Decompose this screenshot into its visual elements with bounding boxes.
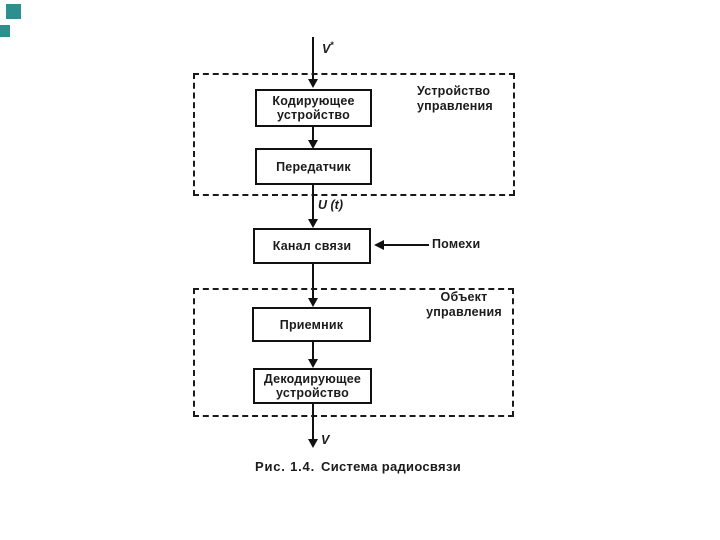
arrowhead-down-icon (308, 298, 318, 307)
arrowhead-left-icon (374, 240, 384, 250)
arrowhead-down-icon (308, 79, 318, 88)
arrowhead-down-icon (308, 219, 318, 228)
arrowhead-down-icon (308, 439, 318, 448)
input-signal-label: V* (322, 40, 334, 57)
object-group-label: Объект управления (426, 290, 502, 319)
arrowhead-down-icon (308, 140, 318, 149)
noise-label: Помехи (432, 237, 481, 251)
control-group-label: Устройство управления (417, 84, 493, 113)
decoder-box: Декодирующее устройство (253, 368, 372, 404)
figure-title: Система радиосвязи (321, 459, 461, 474)
decor-square-large (6, 4, 21, 19)
receiver-decoder-arrow-line (312, 342, 314, 360)
output-signal-label: V (321, 433, 330, 447)
figure-caption: Рис. 1.4. Система радиосвязи (255, 459, 461, 474)
channel-receiver-arrow-line (312, 264, 314, 298)
encoder-transmitter-arrow-line (312, 127, 314, 141)
arrowhead-down-icon (308, 359, 318, 368)
transmitter-channel-arrow-line (312, 185, 314, 220)
output-arrow-line (312, 404, 314, 440)
modulated-signal-label: U (t) (318, 198, 343, 212)
input-arrow-line (312, 37, 314, 80)
channel-box: Канал связи (253, 228, 371, 264)
control-group-box (193, 73, 515, 196)
noise-arrow-line (384, 244, 429, 246)
transmitter-box: Передатчик (255, 148, 372, 185)
encoder-box: Кодирующее устройство (255, 89, 372, 127)
decor-square-small (0, 25, 10, 37)
object-group-box (193, 288, 514, 417)
receiver-box: Приемник (252, 307, 371, 342)
figure-number: Рис. 1.4. (255, 459, 315, 474)
